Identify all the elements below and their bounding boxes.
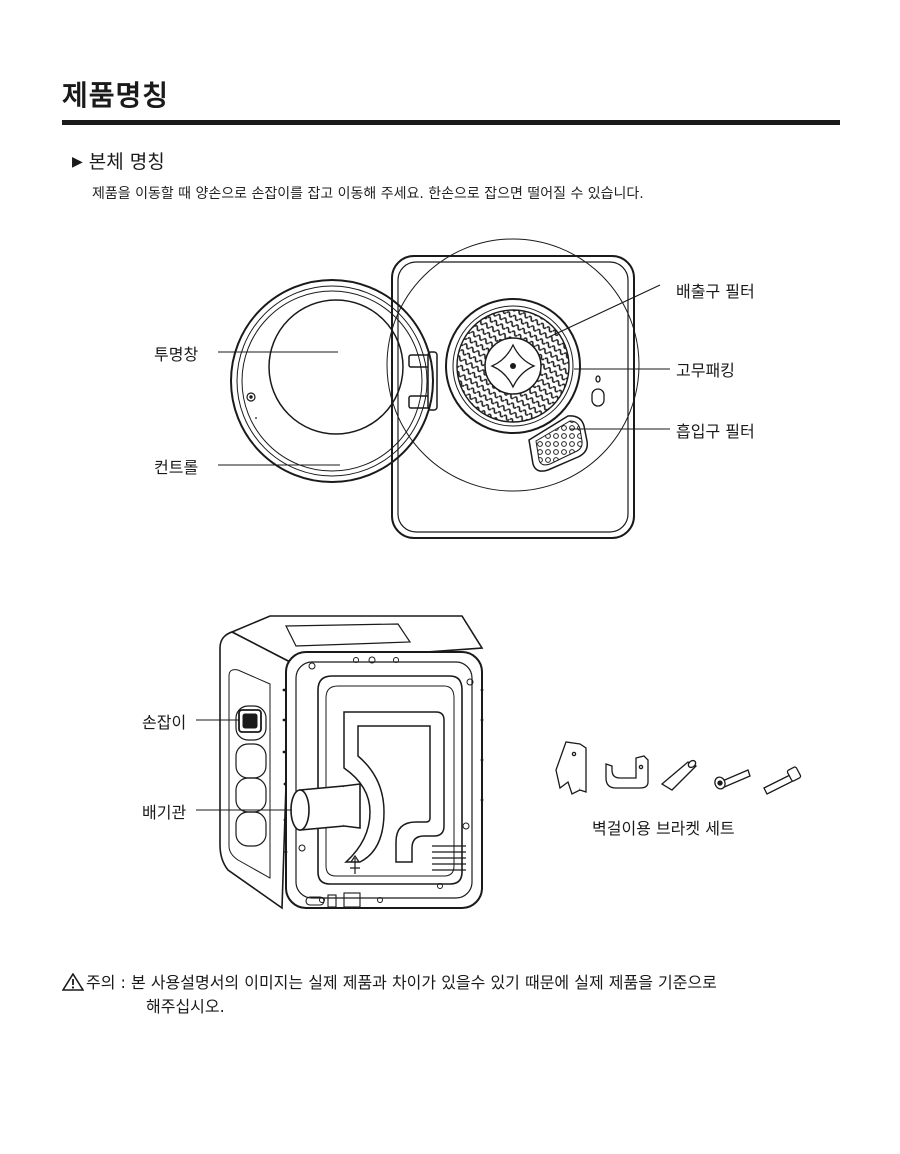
section-heading-text: 본체 명칭 xyxy=(88,151,165,173)
caution-line-2: 해주십시오. xyxy=(146,997,225,1016)
triangle-marker-icon: ▶ xyxy=(72,154,83,170)
wall-bracket-set-illustration xyxy=(555,741,802,795)
callout-window: 투명창 xyxy=(154,345,199,364)
rear-cabinet xyxy=(219,615,484,910)
section-heading: ▶ 본체 명칭 xyxy=(72,147,165,174)
callout-intake-filter: 흡입구 필터 xyxy=(676,422,755,441)
intake-filter-grill xyxy=(528,415,589,472)
callout-exhaust-pipe: 배기관 xyxy=(142,803,187,822)
long-bolt-icon xyxy=(763,766,802,795)
hook-bracket-icon xyxy=(605,755,649,789)
caution-note: 주의 : 본 사용설명서의 이미지는 실제 제품과 차이가 있을수 있기 때문에… xyxy=(62,971,852,1019)
wall-anchor-icon xyxy=(660,759,698,791)
front-leader-lines xyxy=(218,284,670,466)
screw-with-washer-icon xyxy=(714,769,751,790)
cabinet-indicators xyxy=(591,375,605,407)
intro-text: 제품을 이동할 때 양손으로 손잡이를 잡고 이동해 주세요. 한손으로 잡으면… xyxy=(92,186,644,202)
exhaust-pipe xyxy=(290,783,361,831)
dryer-cabinet xyxy=(386,238,640,539)
page-title: 제품명칭 xyxy=(62,79,170,112)
caution-line-1: 본 사용설명서의 이미지는 실제 제품과 차이가 있을수 있기 때문에 실제 제… xyxy=(131,973,717,992)
callout-control: 컨트롤 xyxy=(154,458,199,477)
title-rule xyxy=(62,120,840,125)
caution-prefix: 주의 : xyxy=(86,973,126,992)
callout-rubber-packing: 고무패킹 xyxy=(676,361,735,380)
warning-triangle-icon xyxy=(62,973,84,991)
l-bracket-icon xyxy=(555,741,587,795)
bracket-set-caption: 벽걸이용 브라켓 세트 xyxy=(592,819,735,838)
front-view-illustration xyxy=(218,238,670,539)
rear-leader-lines xyxy=(196,719,292,811)
drum-exhaust-filter xyxy=(445,298,581,434)
door-hinges xyxy=(408,351,438,411)
callout-handle: 손잡이 xyxy=(142,713,187,732)
side-dots xyxy=(282,688,484,854)
callout-exhaust-filter: 배출구 필터 xyxy=(676,282,755,301)
rear-view-illustration xyxy=(196,615,484,910)
open-door xyxy=(230,279,434,483)
